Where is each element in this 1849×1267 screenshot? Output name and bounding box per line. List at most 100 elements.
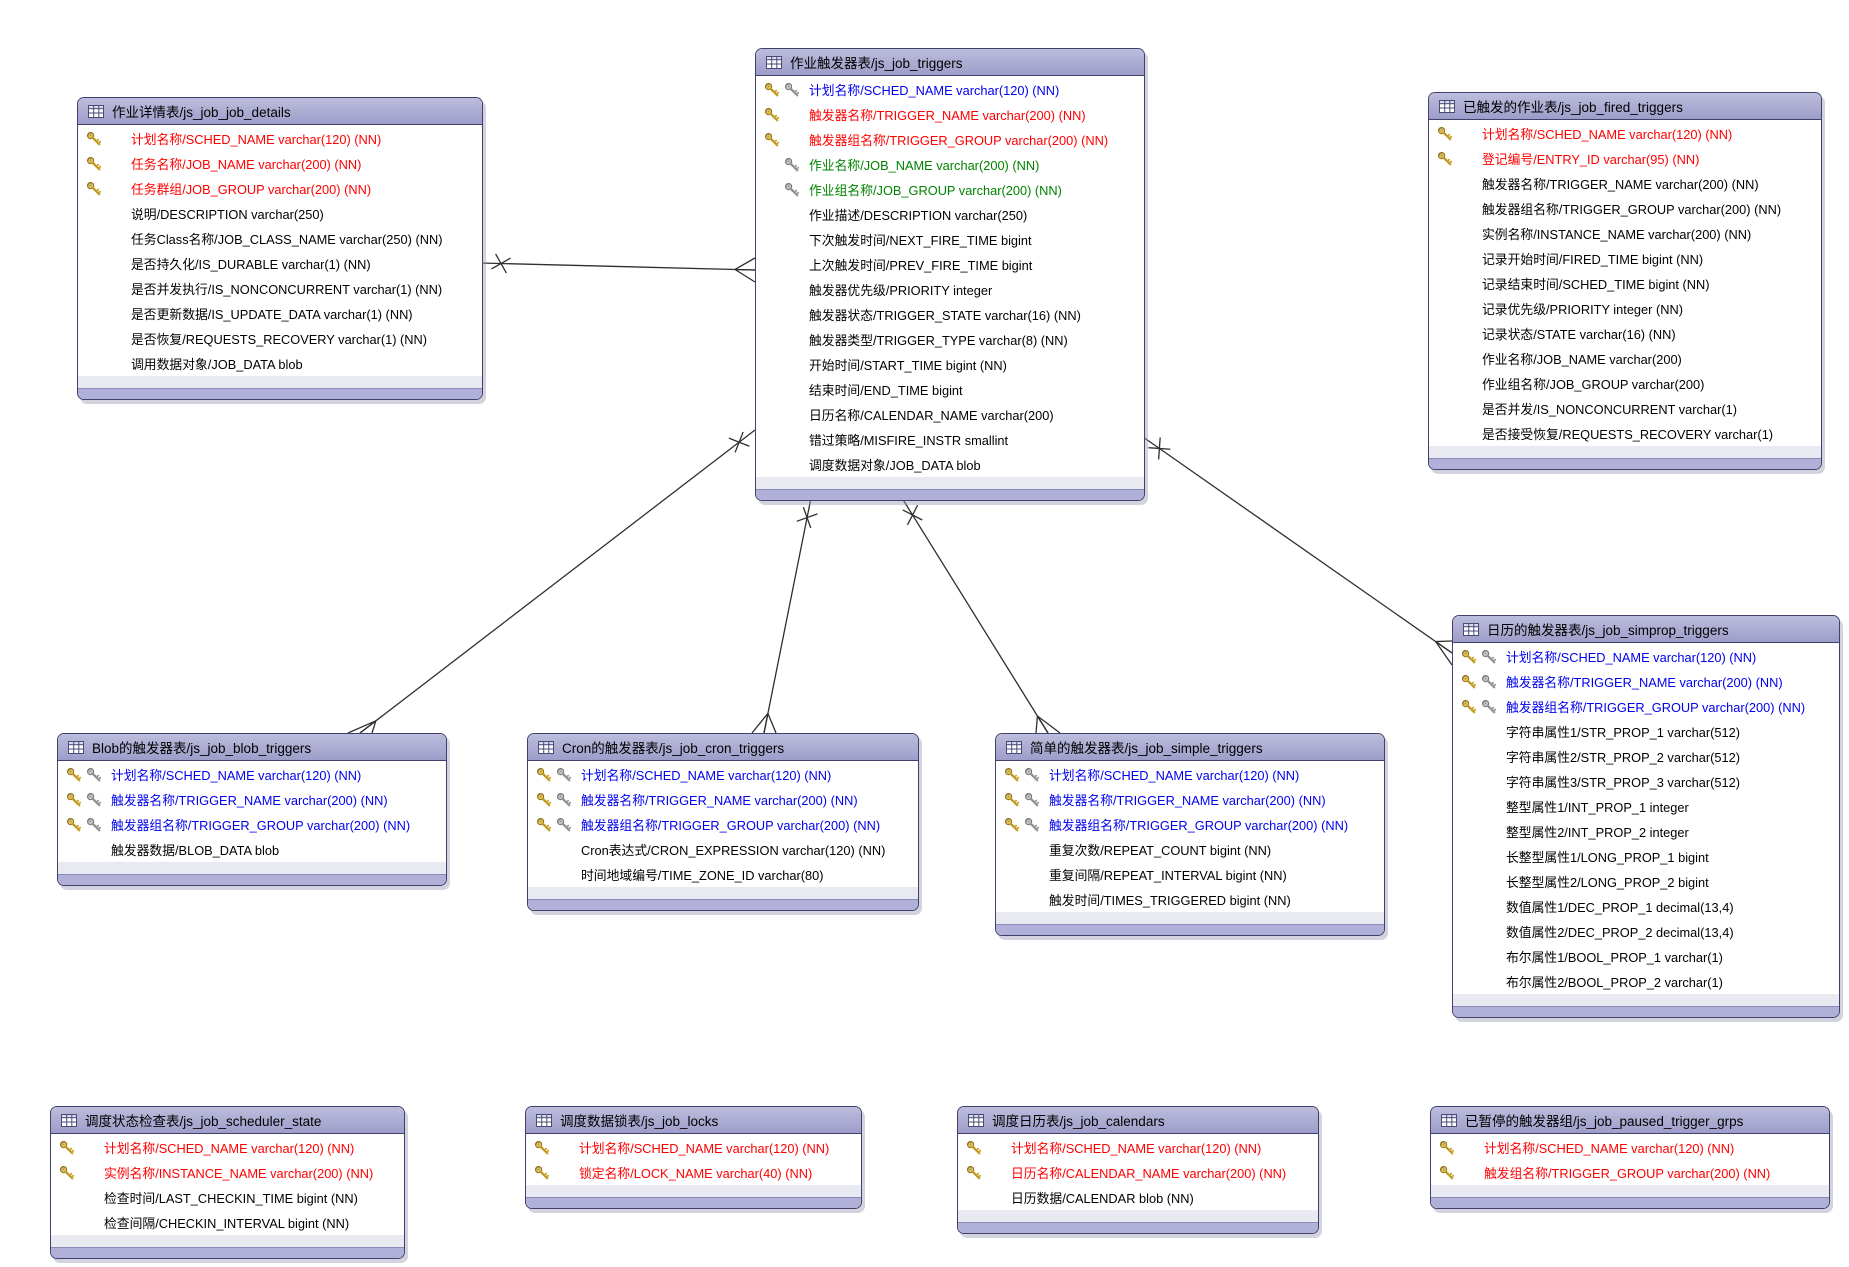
field-row[interactable]: 触发器组名称/TRIGGER_GROUP varchar(200) (NN) <box>996 812 1384 837</box>
field-row[interactable]: 作业组名称/JOB_GROUP varchar(200) (NN) <box>756 177 1144 202</box>
field-row[interactable]: 触发时间/TIMES_TRIGGERED bigint (NN) <box>996 887 1384 912</box>
field-row[interactable]: 计划名称/SCHED_NAME varchar(120) (NN) <box>958 1135 1318 1160</box>
field-row[interactable]: 是否并发/IS_NONCONCURRENT varchar(1) <box>1429 396 1821 421</box>
table-header[interactable]: 日历的触发器表/js_job_simprop_triggers <box>1453 616 1839 643</box>
field-row[interactable]: 时间地域编号/TIME_ZONE_ID varchar(80) <box>528 862 918 887</box>
table-header[interactable]: 作业详情表/js_job_job_details <box>78 98 482 125</box>
field-row[interactable]: 检查间隔/CHECKIN_INTERVAL bigint (NN) <box>51 1210 404 1235</box>
table-header[interactable]: Cron的触发器表/js_job_cron_triggers <box>528 734 918 761</box>
field-row[interactable]: 数值属性2/DEC_PROP_2 decimal(13,4) <box>1453 919 1839 944</box>
field-row[interactable]: 触发器名称/TRIGGER_NAME varchar(200) (NN) <box>528 787 918 812</box>
field-row[interactable]: 布尔属性1/BOOL_PROP_1 varchar(1) <box>1453 944 1839 969</box>
relationship-line[interactable] <box>359 429 756 734</box>
field-row[interactable]: 检查时间/LAST_CHECKIN_TIME bigint (NN) <box>51 1185 404 1210</box>
relationship-triggers-simple[interactable] <box>901 497 1061 734</box>
field-row[interactable]: 计划名称/SCHED_NAME varchar(120) (NN) <box>1431 1135 1829 1160</box>
field-row[interactable]: 触发器名称/TRIGGER_NAME varchar(200) (NN) <box>996 787 1384 812</box>
field-row[interactable]: 记录开始时间/FIRED_TIME bigint (NN) <box>1429 246 1821 271</box>
field-row[interactable]: 触发器类型/TRIGGER_TYPE varchar(8) (NN) <box>756 327 1144 352</box>
field-row[interactable]: 计划名称/SCHED_NAME varchar(120) (NN) <box>1429 121 1821 146</box>
table-js-job-simprop-triggers[interactable]: 日历的触发器表/js_job_simprop_triggers 计划名称/SCH… <box>1452 615 1840 1018</box>
field-row[interactable]: 记录结束时间/SCHED_TIME bigint (NN) <box>1429 271 1821 296</box>
field-row[interactable]: 结束时间/END_TIME bigint <box>756 377 1144 402</box>
field-row[interactable]: 是否恢复/REQUESTS_RECOVERY varchar(1) (NN) <box>78 326 482 351</box>
field-row[interactable]: 重复次数/REPEAT_COUNT bigint (NN) <box>996 837 1384 862</box>
table-js-job-job-details[interactable]: 作业详情表/js_job_job_details 计划名称/SCHED_NAME… <box>77 97 483 400</box>
field-row[interactable]: 锁定名称/LOCK_NAME varchar(40) (NN) <box>526 1160 861 1185</box>
table-header[interactable]: 作业触发器表/js_job_triggers <box>756 49 1144 76</box>
field-row[interactable]: 任务名称/JOB_NAME varchar(200) (NN) <box>78 151 482 176</box>
table-header[interactable]: 调度状态检查表/js_job_scheduler_state <box>51 1107 404 1134</box>
table-js-job-calendars[interactable]: 调度日历表/js_job_calendars 计划名称/SCHED_NAME v… <box>957 1106 1319 1234</box>
field-row[interactable]: 计划名称/SCHED_NAME varchar(120) (NN) <box>1453 644 1839 669</box>
field-row[interactable]: 调度数据对象/JOB_DATA blob <box>756 452 1144 477</box>
field-row[interactable]: 触发器优先级/PRIORITY integer <box>756 277 1144 302</box>
table-header[interactable]: 已暂停的触发器组/js_job_paused_trigger_grps <box>1431 1107 1829 1134</box>
field-row[interactable]: 布尔属性2/BOOL_PROP_2 varchar(1) <box>1453 969 1839 994</box>
field-row[interactable]: 记录状态/STATE varchar(16) (NN) <box>1429 321 1821 346</box>
field-row[interactable]: 整型属性1/INT_PROP_1 integer <box>1453 794 1839 819</box>
field-row[interactable]: 触发组名称/TRIGGER_GROUP varchar(200) (NN) <box>1431 1160 1829 1185</box>
table-header[interactable]: 已触发的作业表/js_job_fired_triggers <box>1429 93 1821 120</box>
relationship-line[interactable] <box>480 262 756 271</box>
field-row[interactable]: 计划名称/SCHED_NAME varchar(120) (NN) <box>756 77 1144 102</box>
relationship-triggers-simprop[interactable] <box>1142 436 1453 666</box>
field-row[interactable]: 字符串属性3/STR_PROP_3 varchar(512) <box>1453 769 1839 794</box>
field-row[interactable]: 开始时间/START_TIME bigint (NN) <box>756 352 1144 377</box>
field-row[interactable]: 触发器名称/TRIGGER_NAME varchar(200) (NN) <box>1453 669 1839 694</box>
field-row[interactable]: 触发器组名称/TRIGGER_GROUP varchar(200) (NN) <box>528 812 918 837</box>
field-row[interactable]: 任务群组/JOB_GROUP varchar(200) (NN) <box>78 176 482 201</box>
table-js-job-blob-triggers[interactable]: Blob的触发器表/js_job_blob_triggers 计划名称/SCHE… <box>57 733 447 886</box>
field-row[interactable]: 说明/DESCRIPTION varchar(250) <box>78 201 482 226</box>
relationship-line[interactable] <box>763 497 812 734</box>
field-row[interactable]: 上次触发时间/PREV_FIRE_TIME bigint <box>756 252 1144 277</box>
field-row[interactable]: 数值属性1/DEC_PROP_1 decimal(13,4) <box>1453 894 1839 919</box>
field-row[interactable]: 计划名称/SCHED_NAME varchar(120) (NN) <box>58 762 446 787</box>
field-row[interactable]: 整型属性2/INT_PROP_2 integer <box>1453 819 1839 844</box>
field-row[interactable]: 作业名称/JOB_NAME varchar(200) (NN) <box>756 152 1144 177</box>
field-row[interactable]: 触发器数据/BLOB_DATA blob <box>58 837 446 862</box>
table-js-job-scheduler-state[interactable]: 调度状态检查表/js_job_scheduler_state 计划名称/SCHE… <box>50 1106 405 1259</box>
field-row[interactable]: 调用数据对象/JOB_DATA blob <box>78 351 482 376</box>
table-js-job-triggers[interactable]: 作业触发器表/js_job_triggers 计划名称/SCHED_NAME v… <box>755 48 1145 501</box>
table-header[interactable]: 调度日历表/js_job_calendars <box>958 1107 1318 1134</box>
table-js-job-paused-trigger-grps[interactable]: 已暂停的触发器组/js_job_paused_trigger_grps 计划名称… <box>1430 1106 1830 1209</box>
table-js-job-cron-triggers[interactable]: Cron的触发器表/js_job_cron_triggers 计划名称/SCHE… <box>527 733 919 911</box>
relationship-line[interactable] <box>1142 436 1453 654</box>
table-header[interactable]: 调度数据锁表/js_job_locks <box>526 1107 861 1134</box>
field-row[interactable]: 触发器组名称/TRIGGER_GROUP varchar(200) (NN) <box>756 127 1144 152</box>
field-row[interactable]: 是否持久化/IS_DURABLE varchar(1) (NN) <box>78 251 482 276</box>
field-row[interactable]: 重复间隔/REPEAT_INTERVAL bigint (NN) <box>996 862 1384 887</box>
field-row[interactable]: 实例名称/INSTANCE_NAME varchar(200) (NN) <box>1429 221 1821 246</box>
field-row[interactable]: 计划名称/SCHED_NAME varchar(120) (NN) <box>78 126 482 151</box>
table-js-job-locks[interactable]: 调度数据锁表/js_job_locks 计划名称/SCHED_NAME varc… <box>525 1106 862 1209</box>
table-js-job-fired-triggers[interactable]: 已触发的作业表/js_job_fired_triggers 计划名称/SCHED… <box>1428 92 1822 470</box>
field-row[interactable]: 计划名称/SCHED_NAME varchar(120) (NN) <box>528 762 918 787</box>
relationship-line[interactable] <box>901 497 1049 734</box>
field-row[interactable]: 是否并发执行/IS_NONCONCURRENT varchar(1) (NN) <box>78 276 482 301</box>
field-row[interactable]: 作业组名称/JOB_GROUP varchar(200) <box>1429 371 1821 396</box>
relationship-job_details-triggers[interactable] <box>480 253 756 283</box>
field-row[interactable]: 触发器组名称/TRIGGER_GROUP varchar(200) (NN) <box>1453 694 1839 719</box>
field-row[interactable]: 日历名称/CALENDAR_NAME varchar(200) <box>756 402 1144 427</box>
field-row[interactable]: 触发器组名称/TRIGGER_GROUP varchar(200) (NN) <box>58 812 446 837</box>
field-row[interactable]: 触发器组名称/TRIGGER_GROUP varchar(200) (NN) <box>1429 196 1821 221</box>
field-row[interactable]: 作业描述/DESCRIPTION varchar(250) <box>756 202 1144 227</box>
field-row[interactable]: 触发器状态/TRIGGER_STATE varchar(16) (NN) <box>756 302 1144 327</box>
field-row[interactable]: 计划名称/SCHED_NAME varchar(120) (NN) <box>51 1135 404 1160</box>
field-row[interactable]: 计划名称/SCHED_NAME varchar(120) (NN) <box>996 762 1384 787</box>
table-header[interactable]: Blob的触发器表/js_job_blob_triggers <box>58 734 446 761</box>
field-row[interactable]: 长整型属性2/LONG_PROP_2 bigint <box>1453 869 1839 894</box>
field-row[interactable]: 错过策略/MISFIRE_INSTR smallint <box>756 427 1144 452</box>
field-row[interactable]: 是否接受恢复/REQUESTS_RECOVERY varchar(1) <box>1429 421 1821 446</box>
field-row[interactable]: 日历名称/CALENDAR_NAME varchar(200) (NN) <box>958 1160 1318 1185</box>
field-row[interactable]: 字符串属性1/STR_PROP_1 varchar(512) <box>1453 719 1839 744</box>
field-row[interactable]: 实例名称/INSTANCE_NAME varchar(200) (NN) <box>51 1160 404 1185</box>
field-row[interactable]: 日历数据/CALENDAR blob (NN) <box>958 1185 1318 1210</box>
field-row[interactable]: 记录优先级/PRIORITY integer (NN) <box>1429 296 1821 321</box>
field-row[interactable]: Cron表达式/CRON_EXPRESSION varchar(120) (NN… <box>528 837 918 862</box>
field-row[interactable]: 触发器名称/TRIGGER_NAME varchar(200) (NN) <box>1429 171 1821 196</box>
field-row[interactable]: 触发器名称/TRIGGER_NAME varchar(200) (NN) <box>58 787 446 812</box>
field-row[interactable]: 计划名称/SCHED_NAME varchar(120) (NN) <box>526 1135 861 1160</box>
relationship-triggers-cron[interactable] <box>751 497 818 734</box>
